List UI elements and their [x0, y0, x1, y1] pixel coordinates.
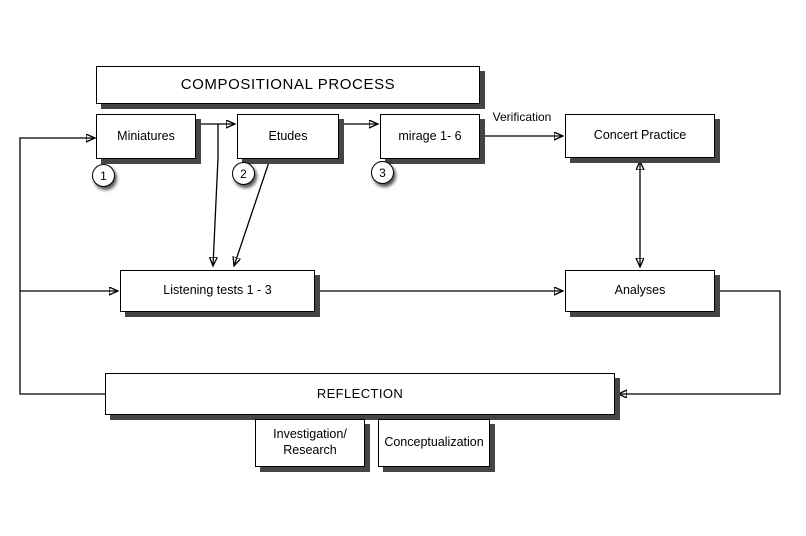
box-compositional-process: COMPOSITIONAL PROCESS — [96, 66, 480, 104]
edge-miniatures-to-listening-tests — [213, 124, 219, 266]
box-conceptualization: Conceptualization — [378, 419, 490, 467]
edge-analyses-to-reflection — [618, 290, 781, 394]
listening-tests-label: Listening tests 1 - 3 — [163, 283, 272, 298]
step-marker-3-label: 3 — [379, 165, 386, 180]
box-analyses: Analyses — [565, 270, 715, 312]
step-marker-1-label: 1 — [100, 168, 107, 183]
edge-etudes-to-listening-tests — [234, 158, 271, 266]
mirage-label: mirage 1- 6 — [398, 128, 462, 143]
box-etudes: Etudes — [237, 114, 339, 159]
miniatures-label: Miniatures — [117, 128, 175, 143]
step-marker-2: 2 — [232, 162, 255, 185]
box-investigation-research: Investigation/ Research — [255, 419, 365, 467]
step-marker-3: 3 — [371, 161, 394, 184]
investigation-label-line2: Research — [283, 443, 337, 457]
etudes-label: Etudes — [268, 128, 308, 143]
step-marker-2-label: 2 — [240, 166, 247, 181]
compositional-process-label: COMPOSITIONAL PROCESS — [180, 75, 396, 93]
concert-practice-label: Concert Practice — [593, 128, 687, 143]
reflection-label: REFLECTION — [316, 385, 404, 401]
analyses-label: Analyses — [614, 283, 666, 298]
verification-label: Verification — [492, 110, 552, 124]
box-miniatures: Miniatures — [96, 114, 196, 159]
step-marker-1: 1 — [92, 164, 115, 187]
conceptualization-label: Conceptualization — [384, 435, 484, 450]
investigation-label-line1: Investigation/ — [273, 427, 347, 442]
edge-reflection-to-miniatures — [19, 138, 105, 395]
box-reflection: REFLECTION — [105, 373, 615, 415]
box-mirage: mirage 1- 6 — [380, 114, 480, 159]
box-concert-practice: Concert Practice — [565, 114, 715, 158]
box-listening-tests: Listening tests 1 - 3 — [120, 270, 315, 312]
